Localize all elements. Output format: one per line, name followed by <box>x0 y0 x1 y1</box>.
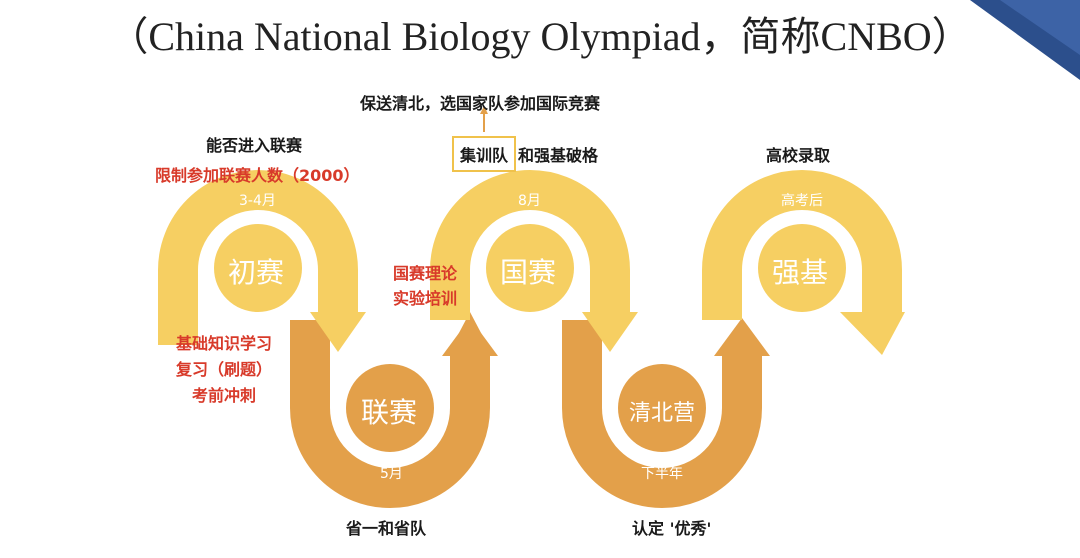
province-team-label: 省一和省队 <box>346 519 427 538</box>
basics-line-1: 基础知识学习 <box>176 334 273 353</box>
flow-arrowhead-up-1b <box>442 318 498 356</box>
stage-time-1: 3-4月 <box>239 193 276 209</box>
stage-time-2: 5月 <box>380 466 403 482</box>
basics-line-2: 复习（刷题） <box>176 360 273 379</box>
guarantee-label: 保送清北，选国家队参加国际竞赛 <box>360 94 601 113</box>
stage-time-5: 高考后 <box>781 193 823 209</box>
stage-circle-1 <box>214 224 302 312</box>
flow-arrowhead-up-2 <box>714 318 770 356</box>
enter-league-label: 能否进入联赛 <box>206 136 303 155</box>
stage-circle-4 <box>618 364 706 452</box>
admission-label: 高校录取 <box>766 146 831 165</box>
flow-arc-1 <box>158 170 358 345</box>
stage-time-3: 8月 <box>518 193 541 209</box>
flow-arc-2 <box>290 320 490 508</box>
limit-label: 限制参加联赛人数（2000） <box>155 166 360 185</box>
stage-label-2: 联赛 <box>361 396 418 429</box>
stage-label-5: 强基 <box>772 256 829 289</box>
stage-time-4: 下半年 <box>641 466 683 482</box>
flow-arc-4 <box>562 320 762 508</box>
page-title: （China National Biology Olympiad，简称CNBO） <box>108 14 972 59</box>
flow-arrowhead-down-3 <box>840 312 905 355</box>
training-team-box: 集训队 <box>452 136 517 172</box>
stage-circle-3 <box>486 224 574 312</box>
stage-circle-2 <box>346 364 434 452</box>
basics-line-3: 考前冲刺 <box>192 386 257 405</box>
national-training-line-2: 实验培训 <box>393 289 458 308</box>
stage-label-1: 初赛 <box>228 256 285 289</box>
stage-label-4: 清北营 <box>629 401 696 426</box>
flow-arc-3 <box>430 170 630 320</box>
national-training-line-1: 国赛理论 <box>393 264 458 283</box>
corner-decoration <box>970 0 1080 80</box>
stage-circle-5 <box>758 224 846 312</box>
stage-label-3: 国赛 <box>500 256 557 289</box>
flow-arc-5 <box>702 170 902 320</box>
flow-arrowhead-down-1 <box>310 312 366 352</box>
strong-base-label: 和强基破格 <box>518 146 599 165</box>
excellent-label: 认定 '优秀' <box>632 519 712 538</box>
flow-arrowhead-down-2 <box>582 312 638 352</box>
